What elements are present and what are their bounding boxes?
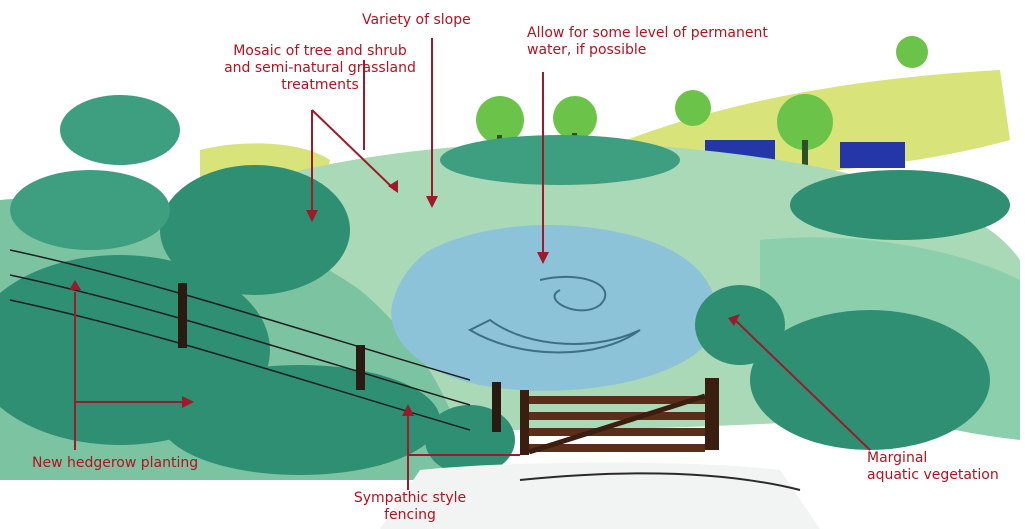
horizon-tree [675,90,711,126]
label-mosaic: Mosaic of tree and shrub and semi-natura… [200,43,440,94]
label-marginal-line2: aquatic vegetation [867,467,999,484]
blue-building [840,142,905,168]
fence-post [356,345,365,390]
shrub-mass [440,135,680,185]
shrub-mass [160,365,440,475]
shrub-mass [425,405,515,475]
fence-post [492,382,501,432]
label-variety-of-slope: Variety of slope [362,12,471,29]
shrub-mass [10,170,170,250]
horizon-tree [896,36,928,68]
horizon-tree-trunk [802,140,808,165]
shrub-mass [790,170,1010,240]
label-permanent-water-line2: water, if possible [527,42,768,59]
shrub-mass [750,310,990,450]
pond-water [391,225,716,391]
label-marginal-line1: Marginal [867,450,999,467]
shrub-mass [60,95,180,165]
label-mosaic-line1: Mosaic of tree and shrub [200,43,440,60]
label-permanent-water: Allow for some level of permanent water,… [527,25,768,59]
label-fencing-line1: Sympathic style [330,490,490,507]
label-sympathic-fencing: Sympathic style fencing [330,490,490,524]
label-permanent-water-line1: Allow for some level of permanent [527,25,768,42]
label-marginal-aquatic: Marginal aquatic vegetation [867,450,999,484]
label-fencing-line2: fencing [330,507,490,524]
label-mosaic-line3: treatments [200,77,440,94]
label-new-hedgerow: New hedgerow planting [32,455,198,472]
fence-post [178,283,187,348]
label-mosaic-line2: and semi-natural grassland [200,60,440,77]
